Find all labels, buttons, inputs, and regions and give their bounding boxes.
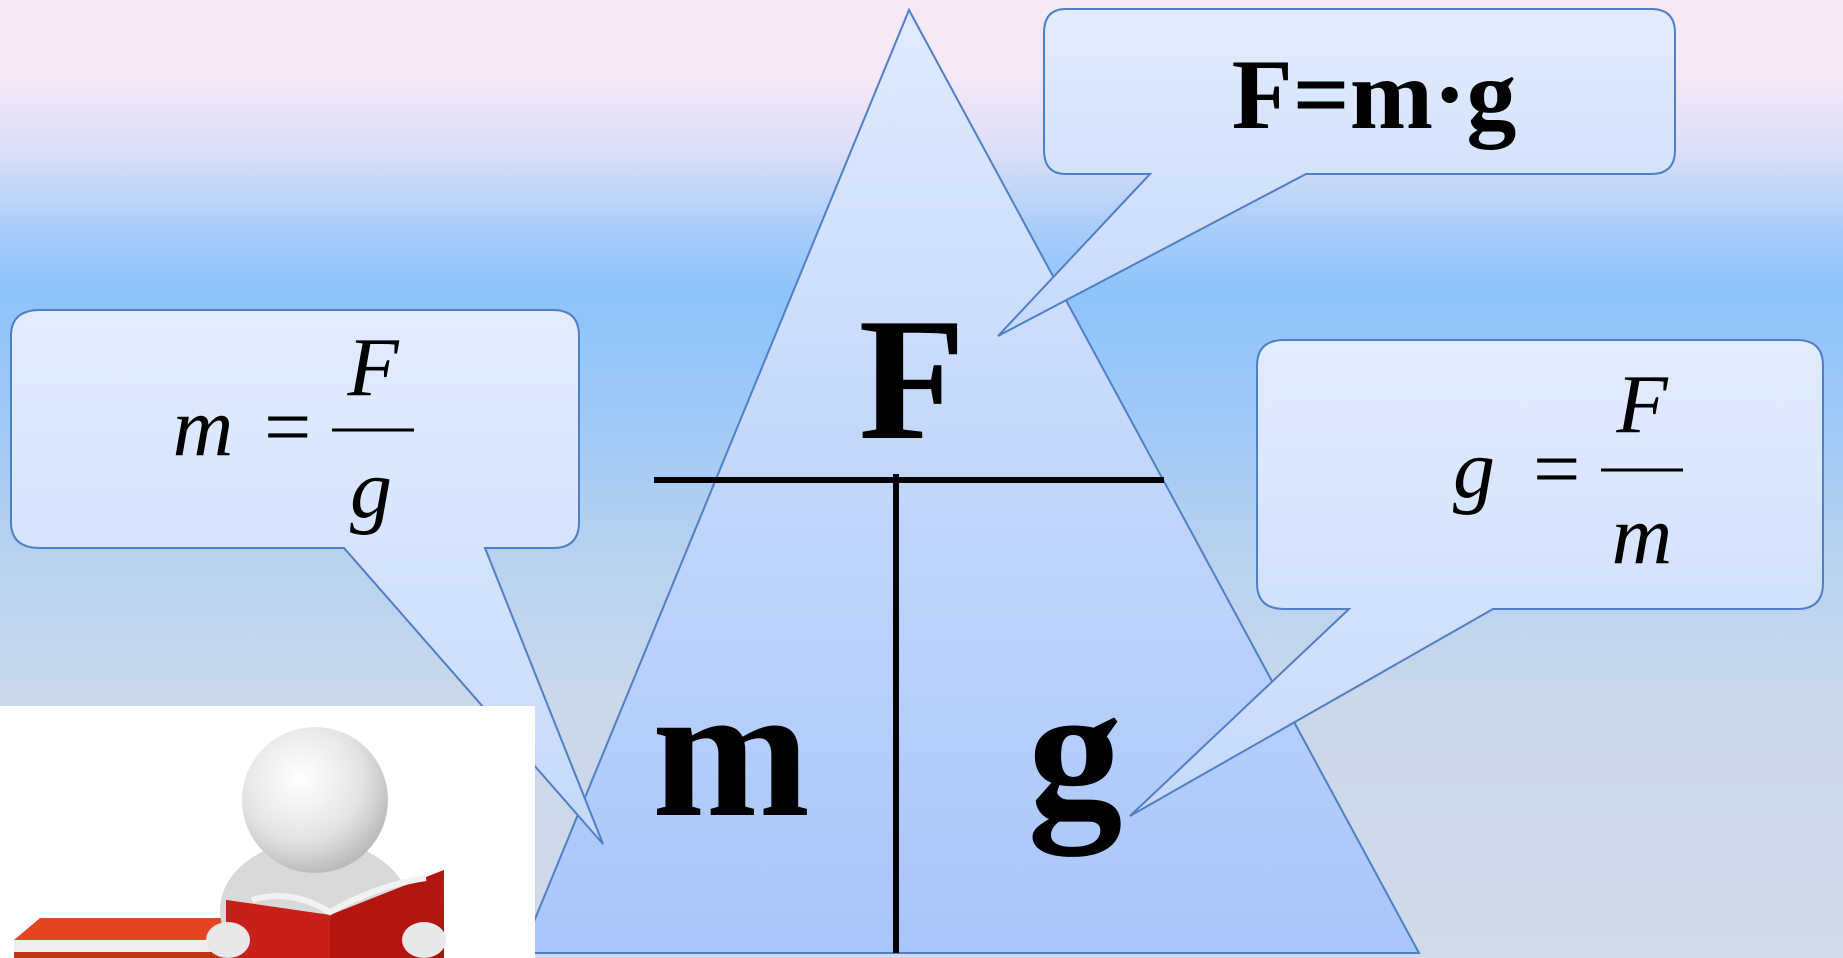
triangle-right-letter: g <box>1028 647 1123 857</box>
reader-with-book-icon <box>0 706 535 958</box>
callout-left-denominator: g <box>350 443 392 536</box>
callout-right-equals: = <box>1528 423 1585 516</box>
callout-right <box>1129 339 1824 817</box>
triangle-top-letter: F <box>859 282 966 476</box>
callout-left-numerator: F <box>346 321 400 414</box>
callout-left <box>10 309 604 845</box>
callout-left-equals: = <box>259 381 316 474</box>
right-hand <box>402 922 446 958</box>
callout-top <box>997 8 1676 337</box>
triangle-left-letter: m <box>652 647 810 857</box>
callout-right-denominator: m <box>1612 489 1673 582</box>
callout-top-formula: F=m·g <box>1232 39 1517 150</box>
callout-right-numerator: F <box>1615 358 1669 451</box>
left-hand <box>206 922 250 958</box>
book-stack <box>14 918 230 944</box>
callout-right-lhs: g <box>1453 423 1495 516</box>
callout-left-lhs: m <box>173 381 234 474</box>
figure-head <box>242 727 388 873</box>
